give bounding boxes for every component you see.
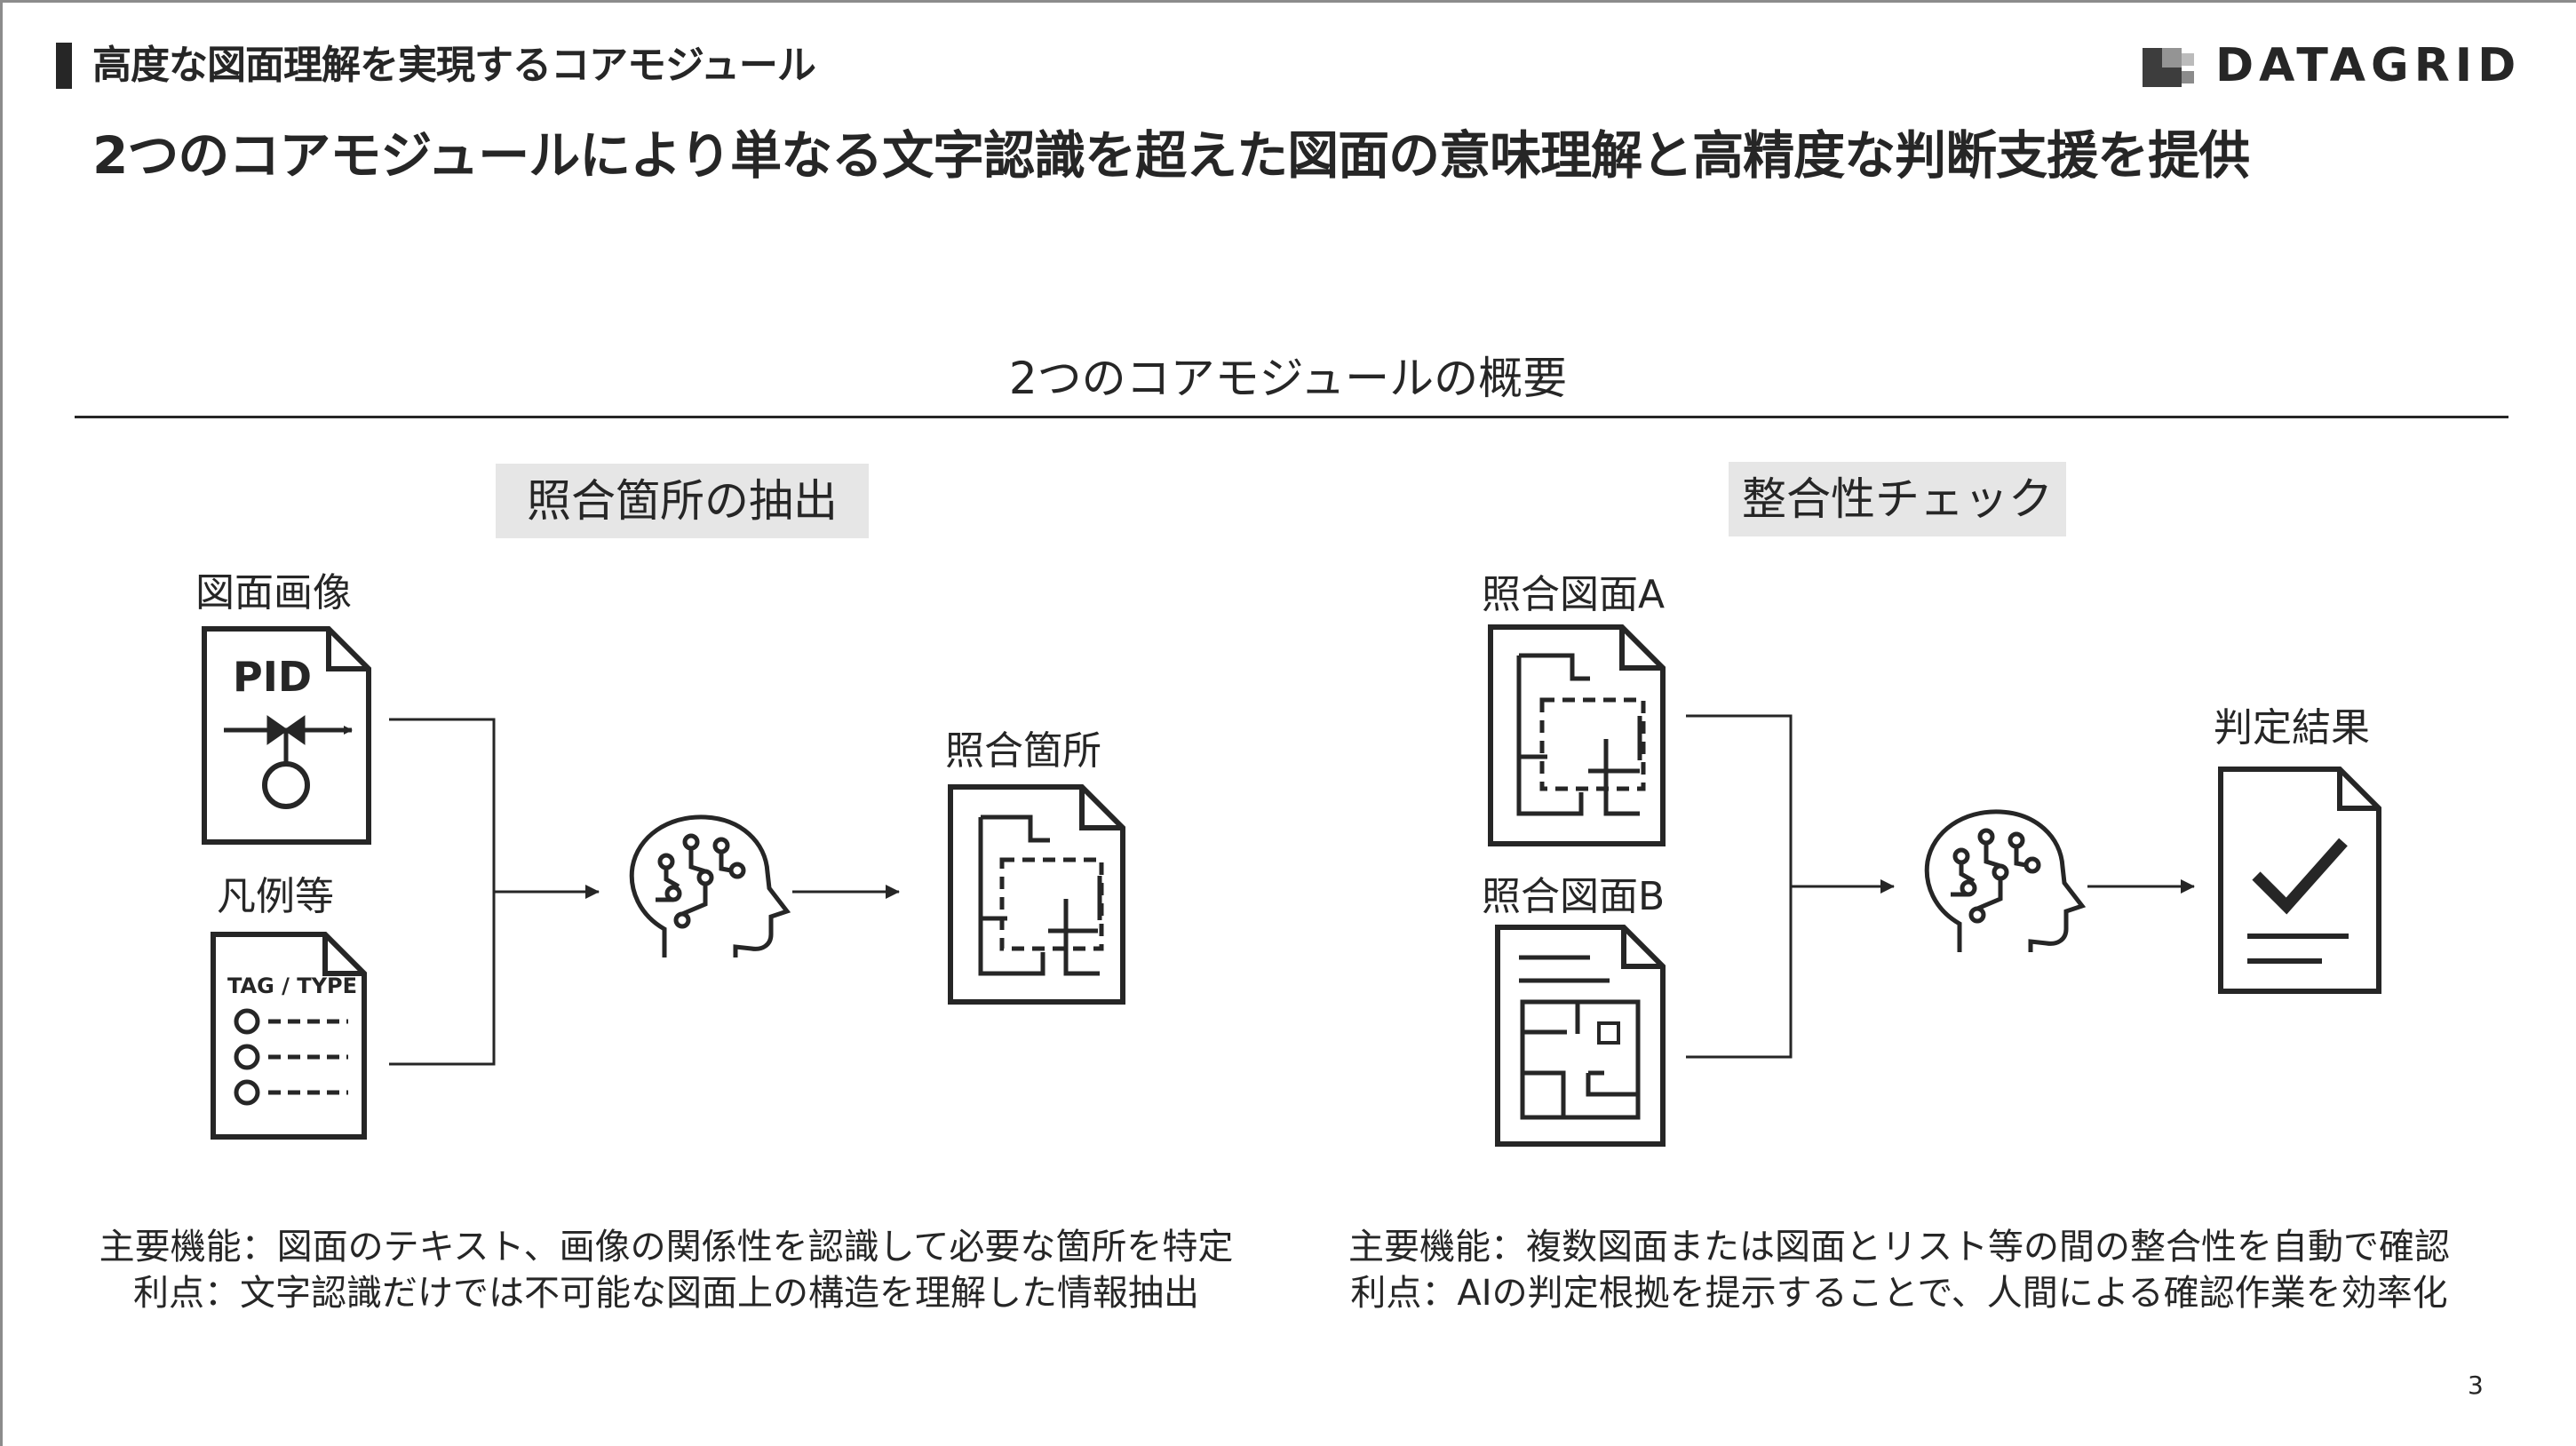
module-2-function: 主要機能：複数図面または図面とリスト等の間の整合性を自動で確認 [1348,1227,2450,1267]
overview-title: 2つのコアモジュールの概要 [1008,353,1568,404]
input-label-drawing-a: 照合図面A [1482,572,1666,617]
slide-border-left [0,0,3,1446]
svg-text:TAG / TYPE: TAG / TYPE [227,973,357,998]
slide-border-top [0,0,2576,3]
document-pid-icon: PID [202,626,371,845]
input-label-drawing-image: 図面画像 [195,570,352,616]
section-marker [56,43,72,89]
logo-text: DATAGRID [2215,39,2522,92]
checkmark-document-icon [2218,767,2381,994]
section-label: 高度な図面理解を実現するコアモジュール [92,43,816,88]
module-1-benefit: 利点：文字認識だけでは不可能な図面上の構造を理解した情報抽出 [133,1273,1199,1314]
input-label-legend: 凡例等 [217,874,334,919]
svg-text:PID: PID [233,653,312,701]
output-label-match-points: 照合箇所 [945,728,1101,774]
module-tag-consistency: 整合性チェック [1729,462,2066,536]
slide-headline: 2つのコアモジュールにより単なる文字認識を超えた図面の意味理解と高精度な判断支援… [92,125,2250,186]
ai-head-icon [1924,809,2087,952]
module-tag-extraction: 照合箇所の抽出 [496,464,869,538]
text-floorplan-document-icon [1495,925,1666,1147]
document-legend-icon: TAG / TYPE [211,932,367,1140]
module-1-summary: 主要機能：図面のテキスト、画像の関係性を認識して必要な箇所を特定 利点：文字認識… [89,1224,1244,1316]
module-1-function: 主要機能：図面のテキスト、画像の関係性を認識して必要な箇所を特定 [99,1227,1234,1267]
overview-divider [75,416,2508,418]
logo-mark-icon [2143,48,2196,87]
datagrid-logo: DATAGRID [2143,41,2516,91]
floorplan-document-icon [948,784,1125,1005]
input-label-drawing-b: 照合図面B [1482,874,1666,919]
page-number: 3 [2468,1371,2484,1400]
input-connector-2 [1686,714,1895,1059]
input-connector-1 [389,718,600,1066]
ai-head-icon [629,814,791,957]
module-2-summary: 主要機能：複数図面または図面とリスト等の間の整合性を自動で確認 利点：AIの判定… [1322,1224,2477,1316]
module-2-benefit: 利点：AIの判定根拠を提示することで、人間による確認作業を効率化 [1350,1273,2448,1314]
floorplan-document-icon [1488,624,1666,846]
output-label-judgement: 判定結果 [2214,705,2370,751]
